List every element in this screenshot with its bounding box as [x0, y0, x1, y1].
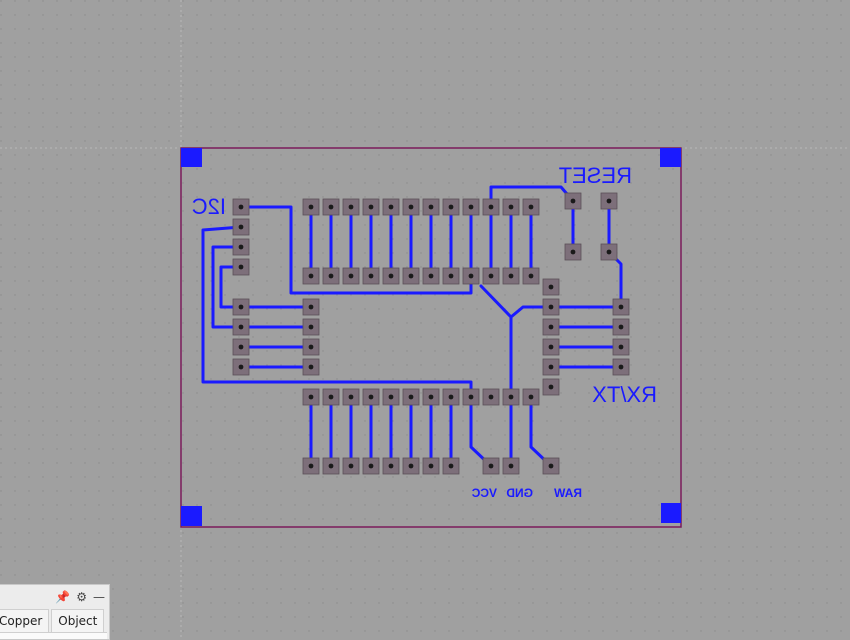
pad-hole: [388, 204, 394, 210]
pad-hole: [408, 463, 414, 469]
copper-trace[interactable]: [201, 225, 473, 399]
pad-hole: [528, 394, 534, 400]
pad-hole: [618, 304, 624, 310]
pad-hole: [606, 198, 612, 204]
copper-trace[interactable]: [211, 245, 313, 329]
corner-mount[interactable]: [660, 148, 681, 167]
pad-hole: [548, 304, 554, 310]
pad-hole: [606, 249, 612, 255]
pin-icon[interactable]: 📌: [55, 590, 71, 604]
pad-hole: [448, 204, 454, 210]
pad-hole: [368, 394, 374, 400]
pad-hole: [238, 304, 244, 310]
label-reset: RESET: [559, 163, 632, 188]
pad-hole: [448, 394, 454, 400]
pad-hole: [428, 463, 434, 469]
corner-mount[interactable]: [181, 148, 202, 167]
pad-hole: [308, 273, 314, 279]
pad-hole: [508, 394, 514, 400]
pad-hole: [528, 273, 534, 279]
pad-hole: [428, 394, 434, 400]
pad-hole: [368, 204, 374, 210]
pad-hole: [548, 284, 554, 290]
copper-trace[interactable]: [239, 205, 473, 295]
copper-trace[interactable]: [219, 265, 313, 309]
pad-hole: [488, 273, 494, 279]
label-i2c: I2C: [192, 194, 226, 219]
pad-hole: [508, 463, 514, 469]
pad-hole: [328, 394, 334, 400]
pad-hole: [328, 204, 334, 210]
pad-hole: [238, 324, 244, 330]
pad-hole: [468, 394, 474, 400]
pad-hole: [548, 344, 554, 350]
pad-hole: [618, 324, 624, 330]
pad-hole: [548, 364, 554, 370]
pad-hole: [488, 394, 494, 400]
pad-hole: [428, 204, 434, 210]
pad-hole: [308, 394, 314, 400]
pad-hole: [308, 304, 314, 310]
pad-hole: [328, 273, 334, 279]
pad-hole: [468, 204, 474, 210]
pad-hole: [328, 463, 334, 469]
pad-hole: [548, 324, 554, 330]
pad-hole: [388, 394, 394, 400]
layers-panel: 📌 ⚙ — Copper Object: [0, 584, 110, 640]
label-raw: RAW: [553, 486, 582, 500]
tab-copper[interactable]: Copper: [0, 609, 50, 632]
pad-hole: [548, 463, 554, 469]
corner-mount[interactable]: [181, 506, 202, 526]
pad-hole: [308, 364, 314, 370]
pad-hole: [308, 324, 314, 330]
label-vcc: VCC: [471, 486, 497, 500]
pad-hole: [348, 394, 354, 400]
pad-hole: [238, 344, 244, 350]
pad-hole: [408, 273, 414, 279]
pad-hole: [238, 244, 244, 250]
pad-hole: [348, 273, 354, 279]
panel-tabs: Copper Object: [0, 609, 106, 632]
pad-hole: [448, 273, 454, 279]
pad-hole: [308, 204, 314, 210]
pad-hole: [618, 344, 624, 350]
pad-hole: [508, 204, 514, 210]
pad-hole: [448, 463, 454, 469]
pad-hole: [428, 273, 434, 279]
pad-hole: [508, 273, 514, 279]
panel-toolbar: 📌 ⚙ —: [55, 588, 105, 606]
panel-body: [0, 632, 107, 639]
pad-hole: [570, 249, 576, 255]
pad-hole: [388, 463, 394, 469]
tab-object[interactable]: Object: [51, 609, 105, 632]
pad-hole: [238, 364, 244, 370]
corner-mount[interactable]: [661, 503, 681, 523]
pad-hole: [348, 463, 354, 469]
pad-hole: [368, 273, 374, 279]
pad-hole: [368, 463, 374, 469]
board-outline[interactable]: [180, 147, 682, 528]
pad-hole: [488, 463, 494, 469]
label-gnd: GND: [506, 486, 533, 500]
pad-hole: [468, 273, 474, 279]
pad-hole: [528, 204, 534, 210]
pad-hole: [548, 384, 554, 390]
label-rxtx: RX/TX: [592, 382, 657, 407]
pad-hole: [308, 463, 314, 469]
pad-hole: [238, 204, 244, 210]
copper-trace[interactable]: [509, 305, 553, 319]
pad-hole: [618, 364, 624, 370]
pad-hole: [408, 204, 414, 210]
pad-hole: [238, 264, 244, 270]
pad-hole: [408, 394, 414, 400]
minimize-icon[interactable]: —: [93, 590, 105, 604]
pad-hole: [570, 198, 576, 204]
pad-hole: [308, 344, 314, 350]
pad-hole: [238, 224, 244, 230]
pad-hole: [348, 204, 354, 210]
pad-hole: [388, 273, 394, 279]
gear-icon[interactable]: ⚙: [76, 590, 87, 604]
pad-hole: [488, 204, 494, 210]
